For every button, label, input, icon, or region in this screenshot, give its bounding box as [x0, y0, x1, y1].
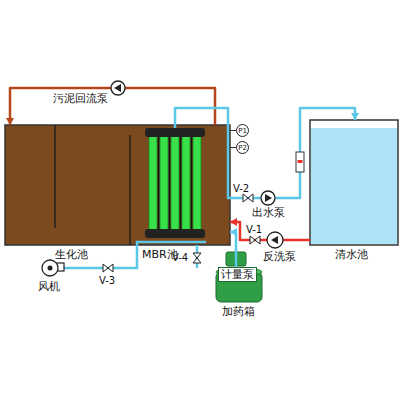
mbr-tank: MBR池 — [130, 125, 230, 245]
pipe-line — [230, 232, 236, 267]
pressure-gauge: P1 — [236, 124, 249, 137]
pipe-line — [175, 108, 355, 198]
pump-symbol — [111, 81, 125, 95]
arrow-head — [351, 113, 359, 120]
pump-symbol — [261, 191, 275, 205]
tank-label: 生化池 — [55, 248, 88, 261]
valve-label: V-4 — [172, 252, 188, 264]
valve-label: V-1 — [246, 224, 262, 236]
dosing-tank: 加药箱计量泵 — [217, 270, 263, 302]
membrane-module — [145, 125, 205, 238]
blower-label: 风机 — [38, 280, 60, 293]
clear-tank-body — [310, 120, 398, 245]
valve-symbol — [243, 194, 253, 202]
arrow-head — [6, 118, 14, 125]
valve-symbol — [193, 253, 201, 263]
clear-tank: 清水池 — [310, 120, 398, 245]
pipe-line — [10, 88, 215, 125]
valve-label: V-2 — [233, 183, 249, 195]
pump-label: 出水泵 — [252, 206, 285, 219]
flow-meter — [296, 152, 304, 172]
gauge-label: P1 — [238, 127, 247, 135]
arrow-head — [230, 218, 237, 226]
tank-divider — [54, 125, 56, 228]
pressure-gauge: P2 — [236, 141, 249, 154]
arrow-head — [230, 228, 237, 236]
dosing-tank — [216, 252, 262, 302]
tank-label: 加药箱 — [222, 305, 255, 318]
valve-symbol — [250, 236, 260, 244]
valve-symbol — [103, 264, 113, 272]
tank-divider — [129, 135, 131, 245]
valve-label: V-3 — [99, 275, 115, 287]
tank-label: 清水池 — [335, 248, 368, 261]
tank-body — [5, 125, 230, 245]
clear-water — [311, 128, 397, 244]
pump-symbol — [267, 232, 283, 248]
gauge-label: P2 — [238, 144, 247, 152]
pump-label: 计量泵 — [221, 268, 254, 281]
pump-label: 污泥回流泵 — [53, 92, 108, 105]
blower-symbol — [42, 260, 64, 276]
metering-pump: 计量泵 — [218, 267, 257, 282]
bio-tank: 生化池 — [5, 125, 130, 245]
pump-label: 反洗泵 — [263, 250, 296, 263]
